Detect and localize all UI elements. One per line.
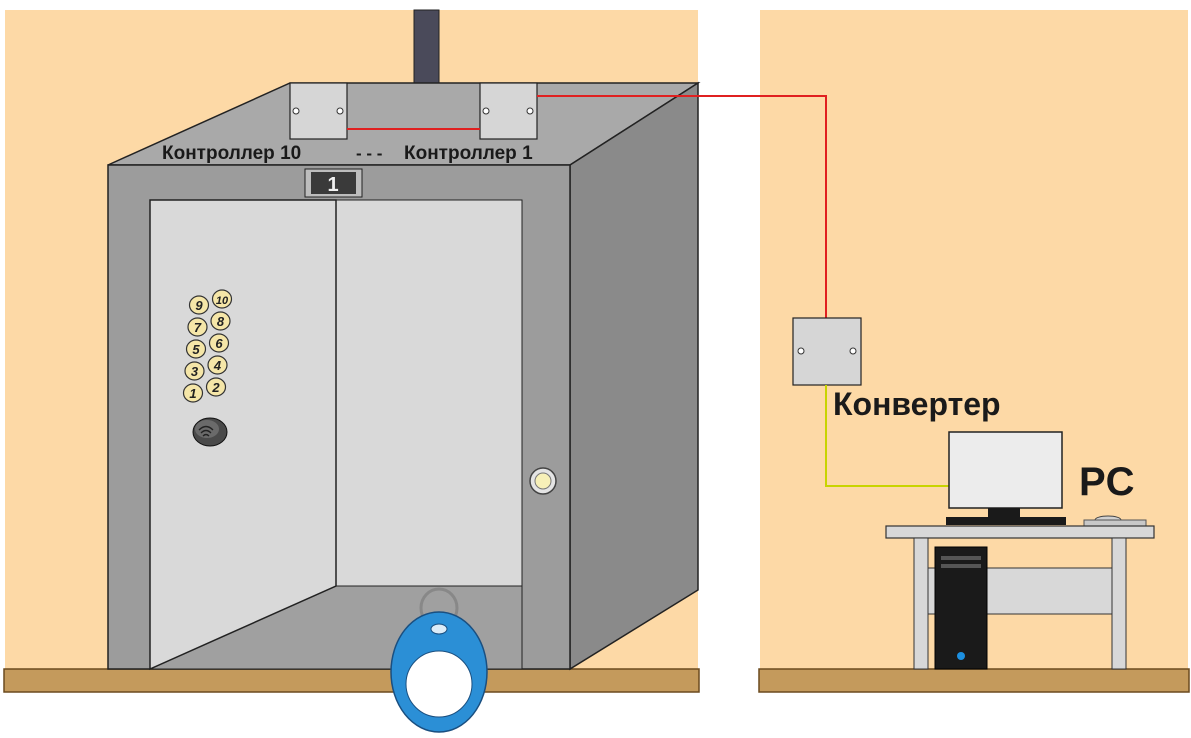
keypad-button-7[interactable]: 7 xyxy=(187,317,208,337)
keypad-button-1[interactable]: 1 xyxy=(182,383,204,403)
usb-wire xyxy=(825,385,949,487)
keypad-button-label: 5 xyxy=(192,342,200,357)
controller-ellipsis: - - - xyxy=(356,144,382,163)
keypad-button-5[interactable]: 5 xyxy=(185,339,207,359)
controller-1-box xyxy=(479,82,538,140)
pc-tower-icon xyxy=(934,546,988,670)
keypad-button-8[interactable]: 8 xyxy=(210,311,231,331)
converter-label: Конвертер xyxy=(833,386,1001,422)
converter-box xyxy=(792,317,862,386)
right-floor xyxy=(758,668,1190,693)
call-button-icon[interactable] xyxy=(529,467,557,495)
rfid-reader-icon[interactable] xyxy=(192,417,228,447)
keypad-button-label: 2 xyxy=(211,380,220,395)
controller-1-label: Контроллер 1 xyxy=(404,143,533,164)
door-right-panel xyxy=(335,199,523,587)
keypad-button-label: 1 xyxy=(189,386,196,401)
keypad-button-2[interactable]: 2 xyxy=(205,377,227,397)
keypad-button-label: 6 xyxy=(215,336,223,351)
floor-indicator-screen xyxy=(311,172,356,194)
keypad-button-label: 4 xyxy=(213,358,222,373)
left-floor xyxy=(3,668,700,693)
monitor-icon xyxy=(946,431,1066,525)
keypad-button-3[interactable]: 3 xyxy=(184,361,205,381)
keypad-button-label: 3 xyxy=(191,364,199,379)
floor-indicator-value: 1 xyxy=(327,174,338,196)
keyfob-icon xyxy=(390,587,488,733)
keypad-button-label: 9 xyxy=(195,298,203,313)
door-left-panel xyxy=(149,199,337,671)
keypad-button-6[interactable]: 6 xyxy=(208,333,230,353)
rs485-wire xyxy=(537,95,827,318)
keypad-button-10[interactable]: 10 xyxy=(211,289,233,309)
controller-10-label: Контроллер 10 xyxy=(162,143,301,164)
keypad-button-label: 10 xyxy=(216,295,229,307)
keypad-button-9[interactable]: 9 xyxy=(188,295,210,315)
keypad-button-label: 7 xyxy=(194,320,202,335)
cabin-side xyxy=(569,81,699,671)
keypad-button-4[interactable]: 4 xyxy=(207,355,228,375)
keypad-button-label: 8 xyxy=(217,314,225,329)
pc-label: PC xyxy=(1079,460,1135,504)
controller-10-box xyxy=(289,82,348,140)
